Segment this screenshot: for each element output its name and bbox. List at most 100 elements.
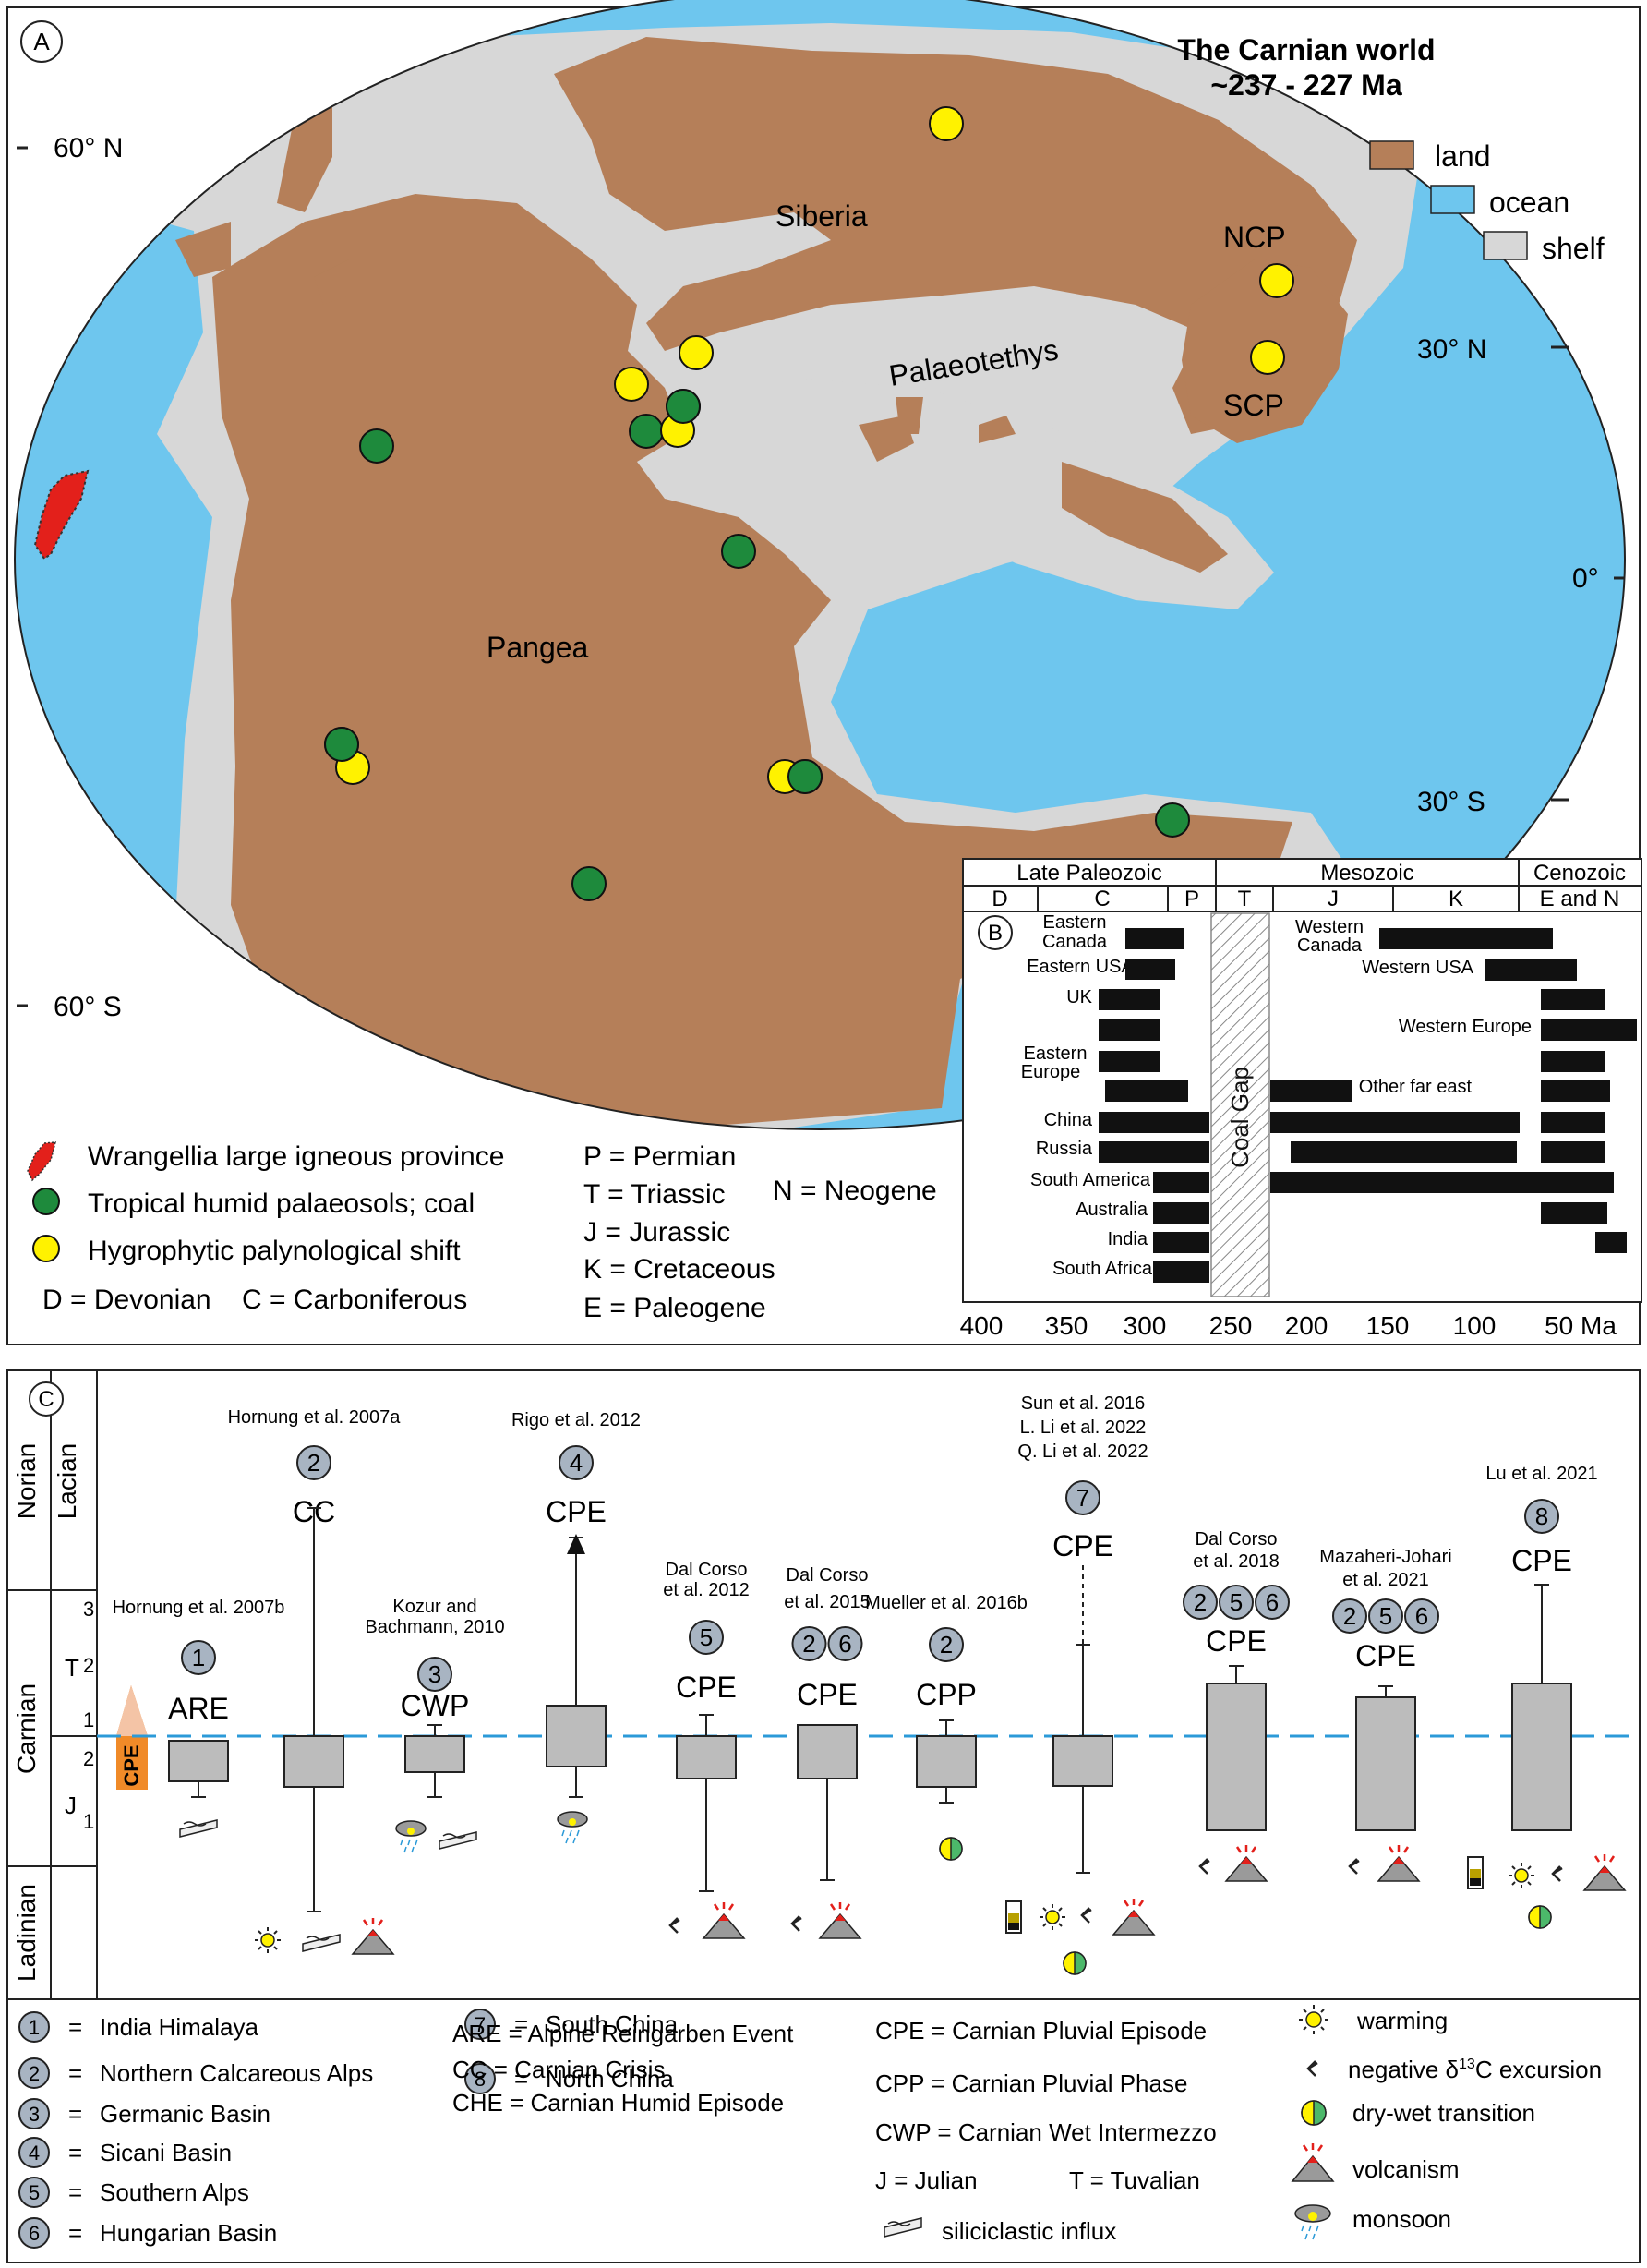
key-tropical: Tropical humid palaeosols; coal — [88, 1188, 475, 1219]
b-region-eastern-canada-2: Canada — [1042, 932, 1108, 952]
symbol-warming-icon — [255, 1927, 281, 1953]
symbol-monsoon-icon — [395, 1820, 427, 1853]
b-period-d: D — [992, 887, 1007, 911]
key-basin-eq: = — [68, 2178, 82, 2206]
column-1-basin-badge — [181, 1640, 216, 1675]
key-e: E = Paleogene — [583, 1293, 766, 1323]
key-basin-num: 4 — [29, 2141, 40, 2165]
column-4-basin-num: 4 — [570, 1449, 583, 1477]
b-region-western-canada-2: Canada — [1297, 935, 1363, 956]
b-period-k: K — [1449, 887, 1463, 911]
panel-b-label-circle — [978, 915, 1013, 950]
column-8-basin-badge — [1065, 1480, 1100, 1515]
bar-eastern-europe-2 — [1105, 1080, 1188, 1102]
key-basin-num: 2 — [29, 2062, 40, 2085]
column-6-event: CPE — [797, 1678, 858, 1711]
column-6-ref: et al. 2015 — [784, 1592, 870, 1612]
key-basin-2: 2=Northern Calcareous Alps — [18, 2057, 373, 2089]
key-dc: D = Devonian C = Carboniferous — [42, 1285, 467, 1315]
column-2-basin-num: 2 — [307, 1449, 320, 1477]
b-period-j: J — [1328, 887, 1339, 911]
key-volcanism-label: volcanism — [1352, 2155, 1460, 2183]
green-site-7 — [571, 866, 607, 901]
column-4-range-box — [546, 1705, 607, 1767]
c-cpe-wedge-top — [116, 1685, 148, 1736]
symbol-volcano-icon — [1582, 1854, 1627, 1891]
panel-a-label: A — [33, 28, 50, 55]
column-4-arrow — [567, 1534, 585, 1554]
column-1-event: ARE — [168, 1692, 229, 1725]
key-wrangellia: Wrangellia large igneous province — [88, 1141, 504, 1172]
symbol-drywet-icon — [1528, 1905, 1552, 1929]
c-stage-j: J — [65, 1791, 77, 1819]
key-siliciclastic-label: siliciclastic influx — [942, 2217, 1116, 2245]
column-4-ref: Rigo et al. 2012 — [511, 1410, 641, 1430]
column-10-ref: Mazaheri-Johari — [1319, 1547, 1451, 1567]
b-period-p: P — [1184, 887, 1199, 911]
bar-western-usa — [1485, 959, 1577, 981]
bar-south-africa — [1153, 1261, 1209, 1283]
abbrev-cwp: CWP = Carnian Wet Intermezzo — [875, 2118, 1217, 2146]
bar-china-meso — [1270, 1112, 1520, 1133]
column-9-basin-num: 6 — [1266, 1588, 1279, 1616]
panel-b-label: B — [988, 921, 1003, 946]
key-n: N = Neogene — [773, 1176, 937, 1206]
key-hygro: Hygrophytic palynological shift — [88, 1236, 461, 1266]
b-region-eastern-usa: Eastern USA — [1027, 957, 1134, 977]
b-tick-350: 350 — [1045, 1311, 1088, 1340]
bar-russia-meso — [1291, 1141, 1517, 1163]
panel-c-label: C — [38, 1387, 54, 1412]
column-6-range-box — [797, 1724, 858, 1779]
column-9-basin-badge — [1219, 1585, 1254, 1620]
abbrev-cpp: CPP = Carnian Pluvial Phase — [875, 2069, 1187, 2097]
key-basin-name: Hungarian Basin — [100, 2219, 277, 2247]
c-sub-2: 2 — [83, 1654, 94, 1677]
c-sub-1: 1 — [83, 1708, 94, 1731]
c-stage-carnian: Carnian — [12, 1683, 41, 1774]
legend-shelf-swatch — [1483, 231, 1528, 260]
symbol-volcano-icon — [351, 1918, 395, 1955]
abbrev-che: CHE = Carnian Humid Episode — [452, 2089, 784, 2117]
column-10-range-box — [1355, 1696, 1416, 1831]
b-region-south-america: South America — [1030, 1170, 1151, 1190]
bar-sa-meso — [1270, 1172, 1614, 1193]
symbol-negative-icon — [790, 1915, 802, 1932]
column-6-ref: Dal Corso — [787, 1565, 869, 1586]
green-site-4 — [721, 534, 756, 569]
b-tick-200: 200 — [1285, 1311, 1328, 1340]
symbol-volcano-icon — [1377, 1845, 1421, 1882]
key-drywet-icon — [1301, 2100, 1327, 2126]
c-stage-norian: Norian — [12, 1443, 41, 1519]
green-site-3-top — [666, 389, 701, 424]
coal-gap-band — [1210, 912, 1270, 1297]
b-era-lp: Late Paleozoic — [1016, 861, 1161, 886]
bar-australia — [1153, 1202, 1209, 1224]
bar-eastern-usa — [1125, 959, 1175, 980]
column-11-event: CPE — [1511, 1544, 1572, 1577]
key-negative-label: negative δ13C excursion — [1348, 2056, 1602, 2083]
key-basin-name: Southern Alps — [100, 2178, 249, 2206]
key-warming-label: warming — [1356, 2007, 1448, 2034]
b-region-eastern-europe-2: Europe — [1021, 1062, 1081, 1082]
column-10-basin-num: 2 — [1343, 1602, 1356, 1630]
column-9-event: CPE — [1206, 1624, 1267, 1658]
symbol-negative-icon — [1080, 1907, 1092, 1924]
key-warming-icon — [1299, 2005, 1328, 2034]
column-2-basin-badge — [296, 1445, 331, 1480]
wrangellia-lip — [33, 469, 90, 561]
key-basin-3: 3=Germanic Basin — [18, 2098, 270, 2129]
key-basin-eq: = — [514, 2065, 528, 2093]
key-basin-eq: = — [68, 2100, 82, 2128]
bar-other-far-east-1 — [1270, 1080, 1352, 1102]
key-basin-name: Germanic Basin — [100, 2100, 270, 2128]
map-title-line1: The Carnian world — [1177, 33, 1435, 66]
column-6-basin-badge — [791, 1626, 827, 1661]
column-10-basin-num: 5 — [1379, 1602, 1392, 1630]
abbrev-cpe: CPE = Carnian Pluvial Episode — [875, 2017, 1207, 2045]
c-key-abbrev: ARE = Alpine Reingarben Event CC = Carni… — [452, 2017, 1217, 2194]
bar-aus-ceno — [1541, 1202, 1607, 1224]
b-region-other-far-east: Other far east — [1359, 1077, 1473, 1097]
